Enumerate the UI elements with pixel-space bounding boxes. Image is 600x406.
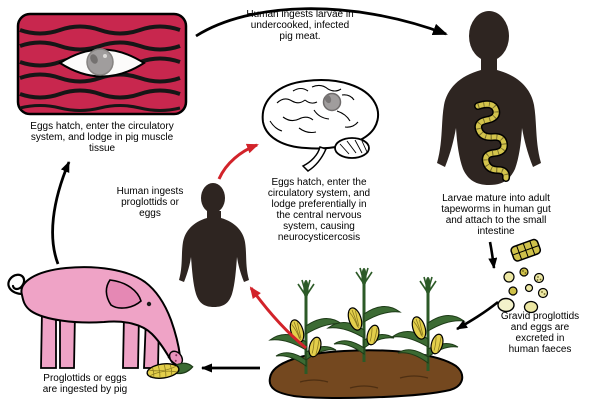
red-arrow-crops-to-human	[249, 286, 307, 350]
human-figure-large	[437, 11, 541, 185]
text-line: Eggs hatch, enter the	[271, 177, 367, 188]
brain-cyst-icon	[322, 92, 342, 112]
text-line: Eggs hatch, enter the circulatory	[30, 121, 174, 132]
label-adult-tapeworm: Larvae mature into adult tapeworms in hu…	[434, 193, 558, 237]
pig-tail	[7, 273, 26, 296]
text-line: circulatory system, and	[267, 188, 371, 199]
text-line: proglottids or	[121, 197, 179, 208]
egg-dots	[522, 270, 546, 295]
cysticercus-icon	[86, 48, 114, 76]
label-neurocysticercosis: Eggs hatch, enter the circulatory system…	[260, 177, 378, 243]
soil-texture	[299, 375, 429, 389]
text-line: system, and lodge in pig muscle	[30, 132, 174, 143]
cerebellum-lines	[339, 139, 368, 155]
corn-cob-icon	[308, 336, 322, 358]
text-line: intestine	[477, 226, 515, 237]
arrow-faeces-to-crops	[456, 300, 499, 331]
text-line: neurocysticercosis	[277, 232, 361, 243]
text-line: lodge preferentially in	[271, 199, 367, 210]
text-line: tissue	[88, 143, 116, 154]
text-line: undercooked, infected	[250, 20, 350, 31]
corn-cob-icon	[411, 316, 427, 340]
text-line: the central nervous	[276, 210, 362, 221]
soil-mound	[268, 349, 464, 399]
text-line: tapeworms in human gut	[441, 204, 551, 215]
red-arrow-human-to-brain	[217, 143, 259, 180]
text-line: Larvae mature into adult	[442, 193, 550, 204]
text-line: excreted in	[515, 333, 565, 344]
proglottid-packet-icon	[510, 238, 542, 262]
label-excreted: Gravid proglottids and eggs are excreted…	[496, 311, 584, 355]
text-line: system, causing	[283, 221, 355, 232]
label-ingest-proglottids: Human ingests proglottids or eggs	[110, 186, 190, 219]
pig-eye	[146, 301, 152, 307]
text-line: Human ingests	[116, 186, 184, 197]
text-line: eggs	[139, 208, 161, 219]
brain-illustration	[261, 79, 380, 172]
corn-plant	[268, 279, 344, 374]
text-line: and attach to the small	[445, 215, 547, 226]
label-muscle-lodging: Eggs hatch, enter the circulatory system…	[14, 121, 190, 154]
corn-plant	[390, 276, 466, 371]
corn-cob-icon	[366, 324, 380, 346]
label-ingest-larvae: Human ingests larvae in undercooked, inf…	[237, 9, 363, 42]
text-line: Proglottids or eggs	[43, 373, 127, 384]
corn-cob-icon	[430, 333, 444, 355]
human-figure-small	[179, 183, 249, 307]
arrow-pig-to-muscle	[51, 161, 71, 265]
arrow-human-to-faeces	[488, 241, 498, 269]
brain-sulci	[269, 84, 359, 134]
text-line: Human ingests larvae in	[246, 9, 354, 20]
brainstem	[301, 146, 328, 172]
pig-ear	[105, 279, 142, 309]
label-pig-ingests: Proglottids or eggs are ingested by pig	[34, 373, 136, 395]
text-line: human faeces	[508, 344, 572, 355]
arrow-meat-to-human	[195, 7, 448, 38]
egg-icons	[497, 267, 549, 314]
corn-plant	[326, 267, 402, 362]
text-line: Gravid proglottids	[500, 311, 580, 322]
corn-cob-icon	[146, 362, 194, 379]
pig-illustration	[7, 266, 184, 369]
pig-muscle-tissue-illustration	[16, 12, 188, 116]
text-line: and eggs are	[510, 322, 570, 333]
proglottids-and-eggs-illustration	[497, 238, 549, 314]
adult-tapeworm-icon	[474, 100, 511, 182]
corn-field-illustration	[268, 267, 466, 399]
text-line: pig meat.	[279, 31, 321, 42]
text-line: are ingested by pig	[42, 384, 128, 395]
corn-leaves	[326, 306, 402, 355]
corn-cob-icon	[347, 307, 363, 331]
